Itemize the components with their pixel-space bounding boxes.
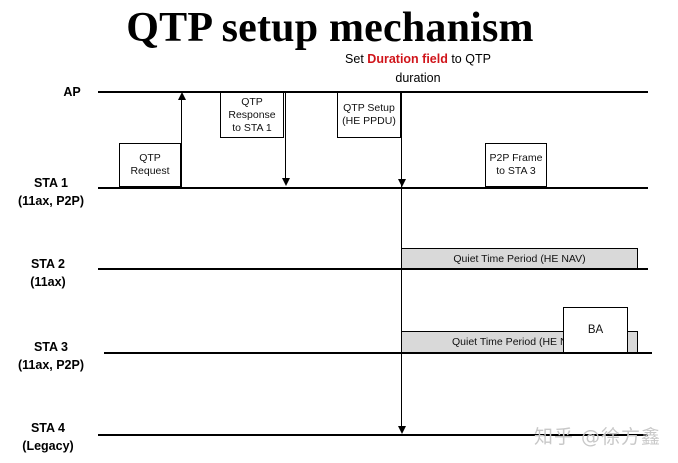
lane-label-sta4: STA 4 (Legacy) <box>2 419 94 455</box>
arrow-request-to-ap <box>181 97 182 187</box>
lane-sta2-name: STA 2 <box>30 257 66 271</box>
lane-sta3-name: STA 3 <box>33 340 69 354</box>
timeline-sta4 <box>98 434 648 436</box>
watermark: 知乎 @徐方鑫 <box>534 426 662 448</box>
lane-sta3-type: (11ax, P2P) <box>17 358 84 372</box>
caption-suffix: to QTP <box>447 52 491 66</box>
qtp-setup-line1: QTP Setup <box>343 102 395 114</box>
caption-highlight: Duration field <box>367 52 448 66</box>
caption-prefix: Set <box>345 52 368 66</box>
frame-p2p: P2P Frame to STA 3 <box>485 143 547 187</box>
lane-sta1-name: STA 1 <box>33 176 69 190</box>
lane-label-sta3: STA 3 (11ax, P2P) <box>5 338 97 374</box>
lane-label-ap: AP <box>26 83 118 101</box>
frame-qtp-response: QTP Response to STA 1 <box>220 92 284 138</box>
ba-label: BA <box>587 323 604 336</box>
timeline-sta3 <box>104 352 652 354</box>
caption-line-1: Set Duration field to QTP <box>318 50 518 69</box>
qtp-response-line1: QTP <box>241 95 263 108</box>
frame-ba: BA <box>563 307 628 353</box>
frame-qtp-setup: QTP Setup (HE PPDU) <box>337 92 401 138</box>
lane-ap-name: AP <box>63 85 81 99</box>
p2p-frame-line2: to STA 3 <box>496 165 536 177</box>
duration-caption: Set Duration field to QTP duration <box>318 50 518 88</box>
arrowhead-down-icon <box>282 178 290 186</box>
p2p-frame-line1: P2P Frame <box>489 152 543 164</box>
timeline-sta2 <box>98 268 648 270</box>
arrow-response-to-sta1 <box>285 92 286 179</box>
quiet-period-sta2: Quiet Time Period (HE NAV) <box>401 248 638 269</box>
lane-sta2-type: (11ax) <box>30 275 66 289</box>
qtp-request-line2: Request <box>130 165 170 177</box>
qtp-response-line2: Response <box>228 108 276 121</box>
lane-label-sta2: STA 2 (11ax) <box>2 255 94 291</box>
quiet-period-sta2-label: Quiet Time Period (HE NAV) <box>453 252 586 265</box>
arrowhead-up-icon <box>178 92 186 100</box>
qtp-response-line3: to STA 1 <box>232 121 272 134</box>
qtp-setup-line2: (HE PPDU) <box>342 115 396 127</box>
frame-qtp-request: QTP Request <box>119 143 181 187</box>
qtp-request-line1: QTP <box>139 152 161 164</box>
lane-sta1-type: (11ax, P2P) <box>17 194 84 208</box>
diagram-title: QTP setup mechanism <box>126 5 534 51</box>
caption-line-2: duration <box>395 71 441 85</box>
timeline-sta1 <box>98 187 648 189</box>
quiet-period-sta3-label: Quiet Time Period (HE NAV) <box>452 336 585 348</box>
arrowhead-down-icon <box>398 179 406 187</box>
lane-sta4-name: STA 4 <box>30 421 66 435</box>
arrowhead-down-icon <box>398 426 406 434</box>
lane-sta4-type: (Legacy) <box>22 439 74 453</box>
lane-label-sta1: STA 1 (11ax, P2P) <box>5 174 97 210</box>
